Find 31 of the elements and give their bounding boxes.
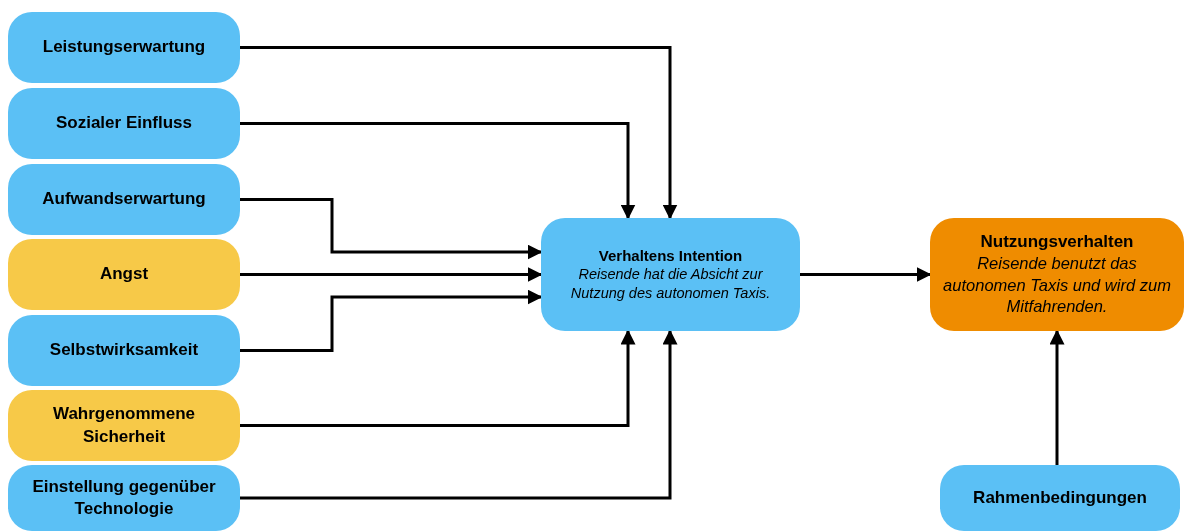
arrow — [800, 267, 932, 282]
node-title: Nutzungsverhalten — [980, 231, 1134, 254]
factor-box — [8, 12, 240, 83]
arrow — [240, 329, 678, 500]
node-title: Einstellung gegenüber Technologie — [31, 475, 217, 520]
factor-box — [940, 465, 1180, 531]
node-title: Verhaltens Intention — [598, 245, 743, 266]
arrow — [240, 267, 543, 282]
node-description: Reisende benutzt das autonomen Taxis und wird zum Mitfahrenden. — [942, 253, 1172, 318]
node-title: Sozialer Einfluss — [55, 112, 192, 135]
node-title: Aufwandserwartung — [42, 188, 206, 211]
node-title: Angst — [99, 263, 149, 286]
arrow — [240, 46, 678, 220]
node-description: Reisende hat die Absicht zur Nutzung des autonomen Taxis. — [569, 265, 772, 304]
factor-box — [8, 239, 240, 310]
node-title: Selbstwirksamkeit — [49, 339, 199, 362]
factor-box — [8, 315, 240, 386]
node-title: Leistungserwartung — [42, 36, 206, 59]
factor-box — [8, 164, 240, 235]
arrow — [240, 329, 636, 427]
arrow — [240, 122, 636, 220]
node-title: Rahmenbedingungen — [973, 486, 1147, 509]
arrow — [240, 198, 543, 260]
arrow — [1049, 329, 1065, 465]
process-box — [930, 218, 1184, 331]
node-title: Wahrgenommene Sicherheit — [52, 403, 196, 448]
arrow — [240, 289, 543, 352]
factor-box — [8, 465, 240, 531]
factor-box — [8, 390, 240, 461]
process-box — [541, 218, 800, 331]
factor-box — [8, 88, 240, 159]
